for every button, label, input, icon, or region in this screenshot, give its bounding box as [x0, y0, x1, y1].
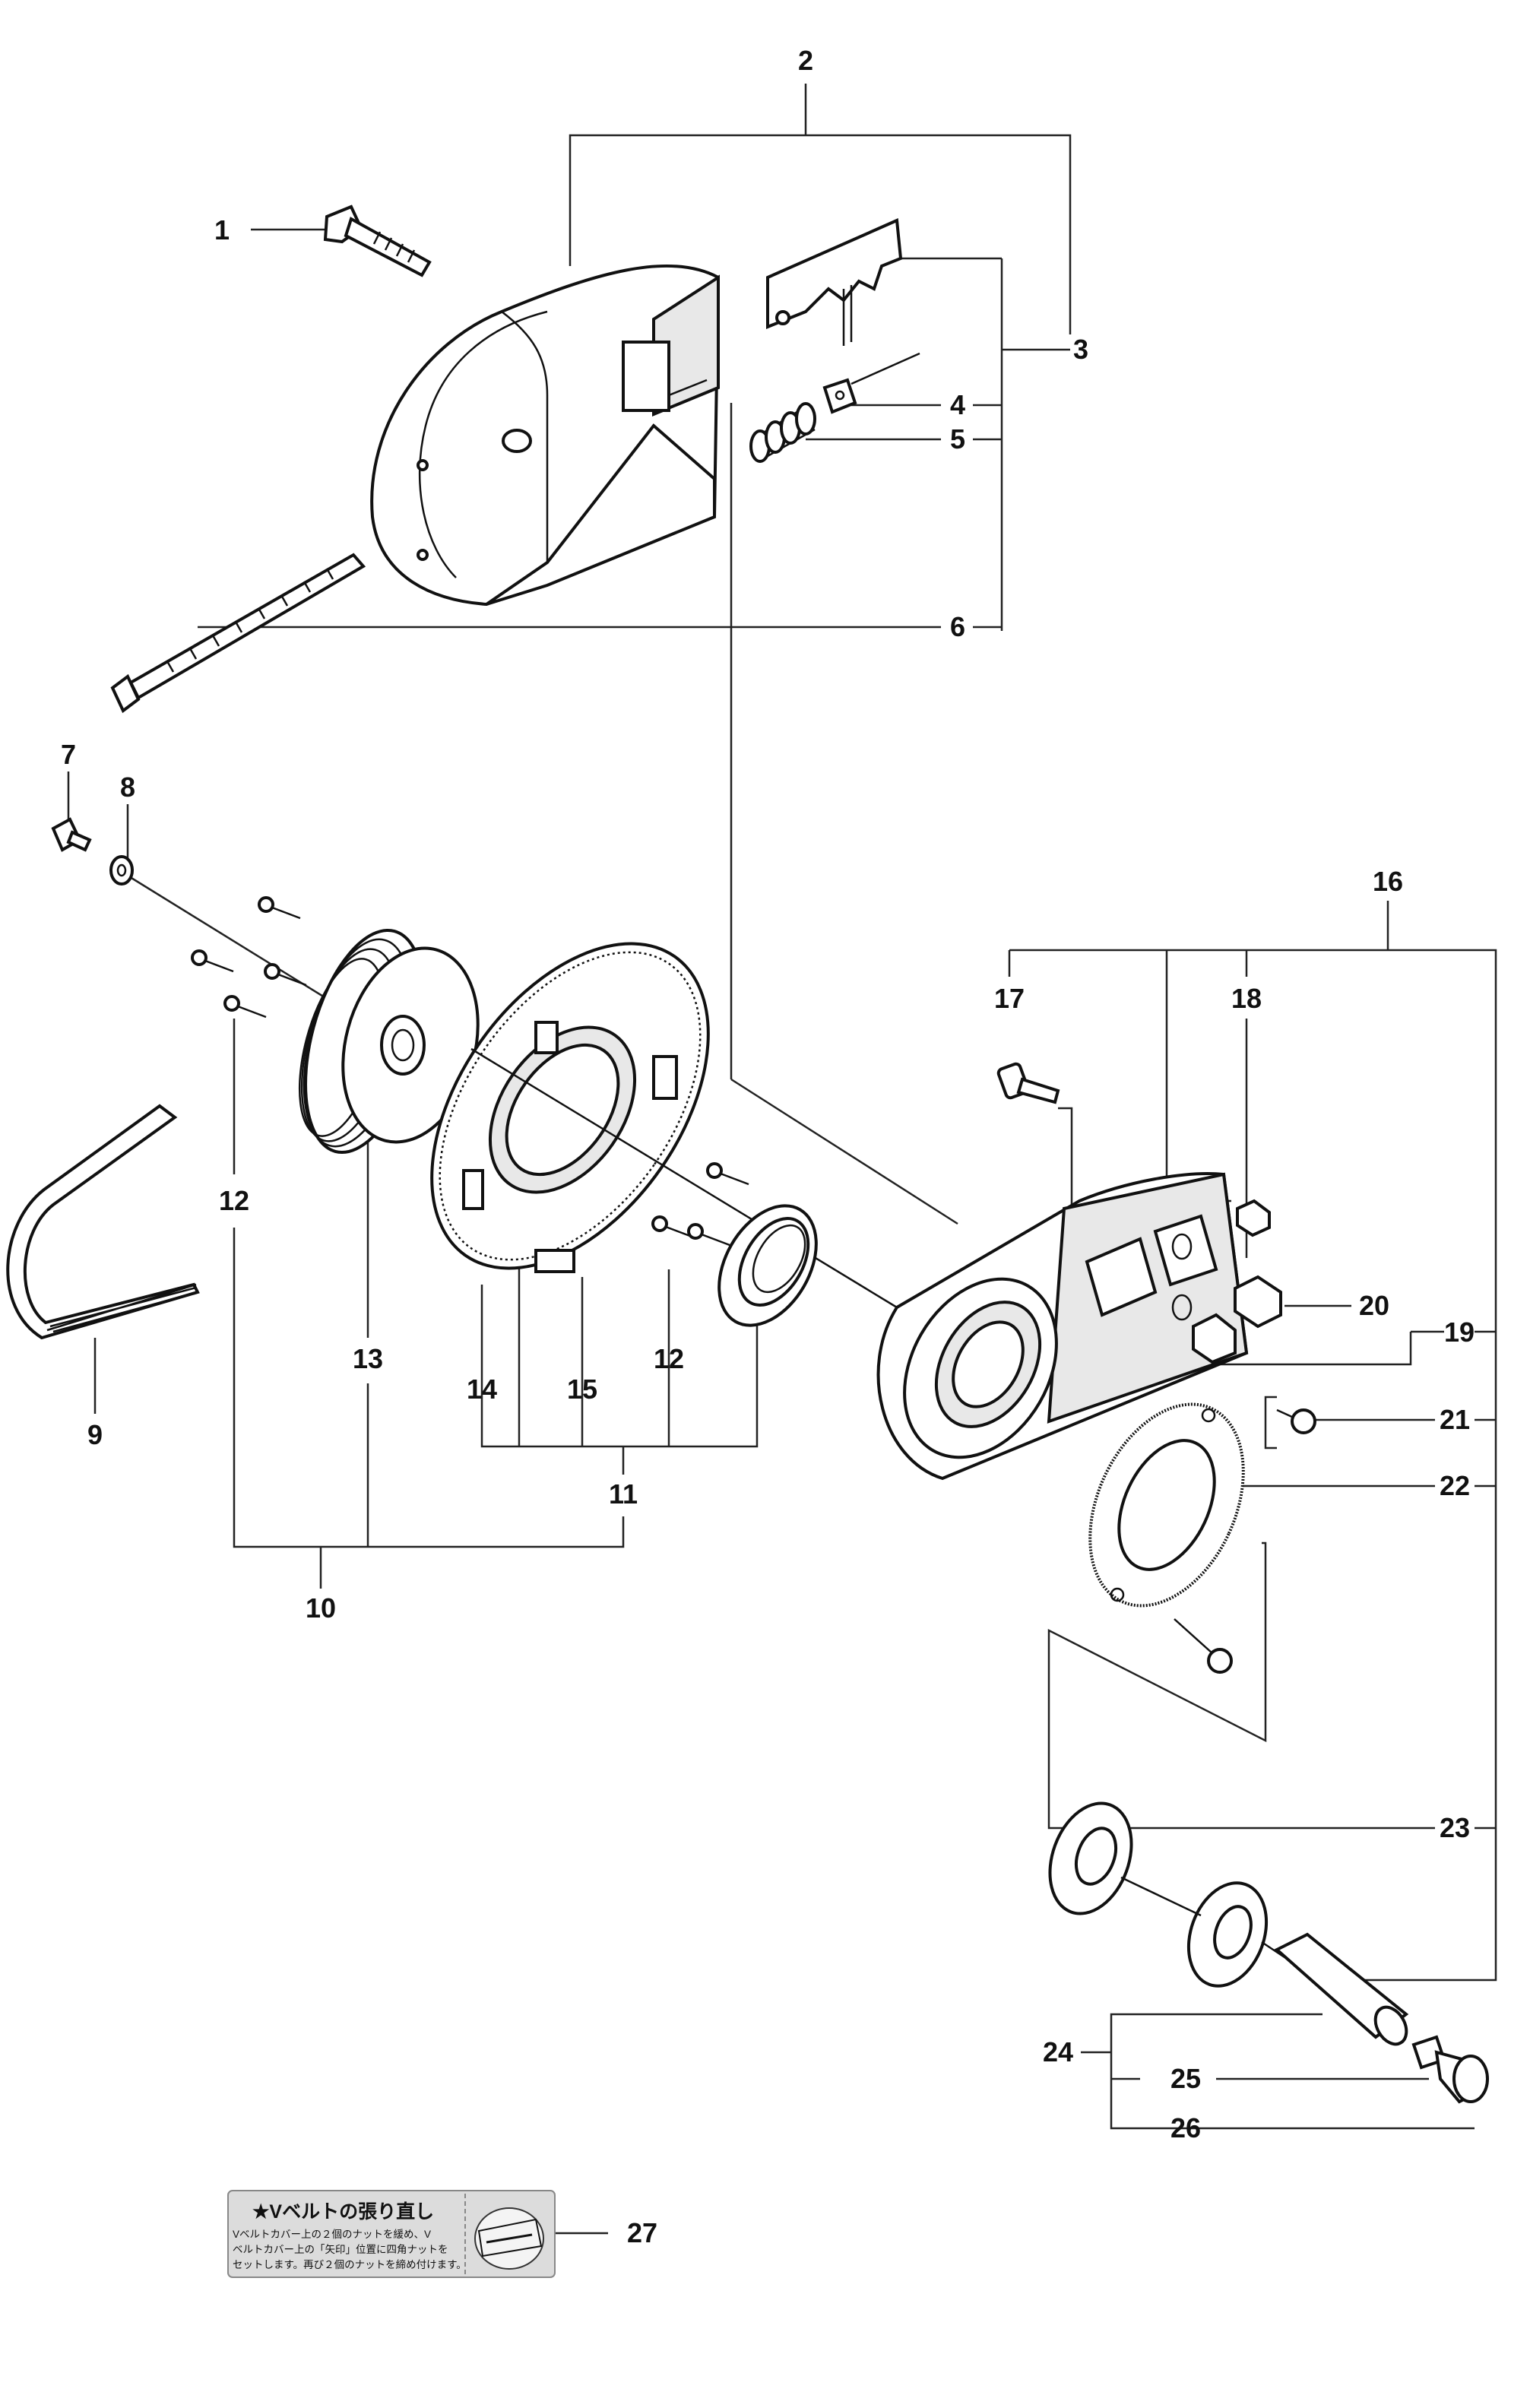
callout-20: 20	[1359, 1290, 1389, 1321]
v-belt-9	[6, 1104, 200, 1340]
callout-26: 26	[1170, 2112, 1201, 2143]
nut-18	[1236, 1199, 1271, 1237]
label-line-2: ベルトカバー上の「矢印」位置に四角ナットを	[233, 2244, 448, 2255]
callout-3: 3	[1073, 334, 1088, 365]
callout-19: 19	[1444, 1316, 1475, 1348]
callout-9: 9	[87, 1419, 103, 1450]
callout-5: 5	[950, 423, 965, 455]
callout-1: 1	[214, 214, 230, 246]
callout-12-left: 12	[219, 1185, 249, 1216]
callout-17: 17	[994, 983, 1025, 1014]
plate-3	[766, 218, 903, 346]
screw-7	[51, 817, 92, 852]
callout-21: 21	[1440, 1404, 1470, 1435]
clutch-assembly-14-15	[430, 942, 898, 1309]
bearing-housing-16	[876, 1172, 1249, 1481]
spring-5	[749, 402, 816, 463]
callout-18: 18	[1231, 983, 1262, 1014]
callout-labels: 1 2 3 4 5 6 7 8 9 10 11 12 12 13 14 15 1…	[61, 45, 1475, 2248]
seal-ring	[717, 1204, 818, 1327]
screw-21-lower	[1174, 1618, 1233, 1674]
callout-10: 10	[306, 1592, 336, 1624]
bolt-26	[1411, 2035, 1489, 2104]
callout-13: 13	[353, 1343, 383, 1374]
long-bolt-6	[110, 553, 366, 714]
label-title: ★Vベルトの張り直し	[252, 2201, 434, 2223]
callout-22: 22	[1440, 1470, 1470, 1501]
label-line-1: Vベルトカバー上の２個のナットを緩め、V	[233, 2229, 431, 2240]
callout-2: 2	[798, 45, 813, 76]
bearing-23	[1048, 1801, 1269, 1988]
tone-ring-22	[1088, 1402, 1245, 1608]
callout-25: 25	[1170, 2063, 1201, 2094]
callout-23: 23	[1440, 1812, 1470, 1843]
callout-6: 6	[950, 611, 965, 642]
callout-8: 8	[120, 772, 135, 803]
nut-20	[1192, 1275, 1282, 1364]
belt-cover-2	[370, 264, 721, 607]
leader-lines	[67, 84, 1497, 2235]
bolt-17	[996, 1062, 1060, 1104]
callout-12-right: 12	[654, 1343, 684, 1374]
label-illustration	[474, 2207, 544, 2270]
screw-21	[1276, 1408, 1316, 1434]
callout-15: 15	[567, 1374, 597, 1405]
callout-27: 27	[627, 2217, 657, 2248]
callout-7: 7	[61, 739, 76, 770]
warning-label-27: ★Vベルトの張り直し Vベルトカバー上の２個のナットを緩め、V ベルトカバー上の…	[227, 2190, 556, 2278]
shaft-24	[1261, 1932, 1409, 2046]
callout-16: 16	[1373, 866, 1403, 897]
square-nut-4	[822, 352, 920, 414]
washer-8	[109, 855, 134, 886]
callout-4: 4	[950, 389, 965, 420]
callout-14: 14	[467, 1374, 497, 1405]
callout-24: 24	[1043, 2036, 1073, 2067]
bolt-1	[323, 204, 432, 277]
label-line-3: セットします。再び２個のナットを締め付けます。	[233, 2258, 467, 2270]
small-screws-12	[191, 896, 749, 1247]
callout-11: 11	[609, 1478, 638, 1510]
